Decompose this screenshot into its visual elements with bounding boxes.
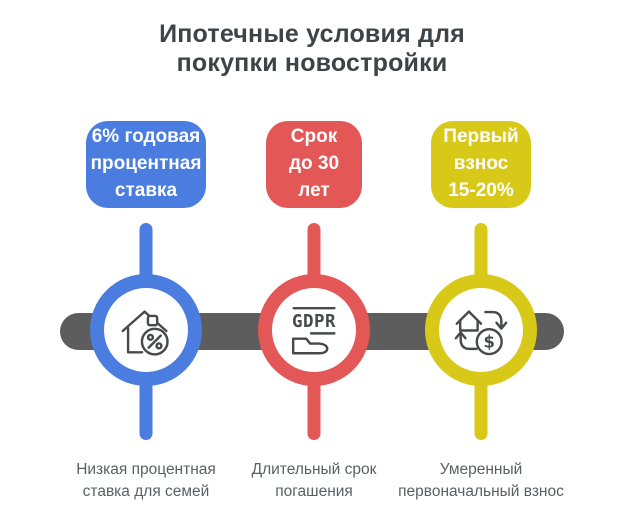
badge-interest-rate: 6% годовая процентная ставка — [86, 121, 206, 208]
column-loan-term: Срок до 30 лет GDPR Длительный срок пога… — [230, 121, 398, 515]
icon-ring-loan-term: GDPR — [258, 274, 370, 386]
gdpr-hand-icon: GDPR — [291, 306, 336, 355]
icon-ring-interest-rate — [90, 274, 202, 386]
svg-text:$: $ — [484, 332, 495, 351]
caption-loan-term: Длительный срок погашения — [251, 461, 377, 500]
caption-down-payment: Умеренный первоначальный взнос — [398, 461, 564, 500]
badge-down-payment: Первый взнос 15-20% — [431, 121, 531, 208]
connector-bottom — [307, 373, 321, 440]
caption-interest-rate: Низкая процентная ставка для семей — [76, 461, 216, 500]
house-dollar-exchange-icon: $ — [454, 310, 508, 356]
badge-loan-term: Срок до 30 лет — [266, 121, 362, 208]
column-interest-rate: 6% годовая процентная ставка Низкая проц… — [62, 121, 230, 515]
connector-bottom — [139, 373, 153, 440]
page-title: Ипотечные условия для покупки новостройк… — [159, 20, 465, 77]
icon-ring-down-payment: $ — [425, 274, 537, 386]
svg-text:GDPR: GDPR — [292, 312, 336, 332]
column-down-payment: Первый взнос 15-20% $ Умеренный первонач… — [397, 121, 565, 515]
house-percent-icon — [121, 310, 169, 356]
connector-bottom — [474, 373, 488, 440]
